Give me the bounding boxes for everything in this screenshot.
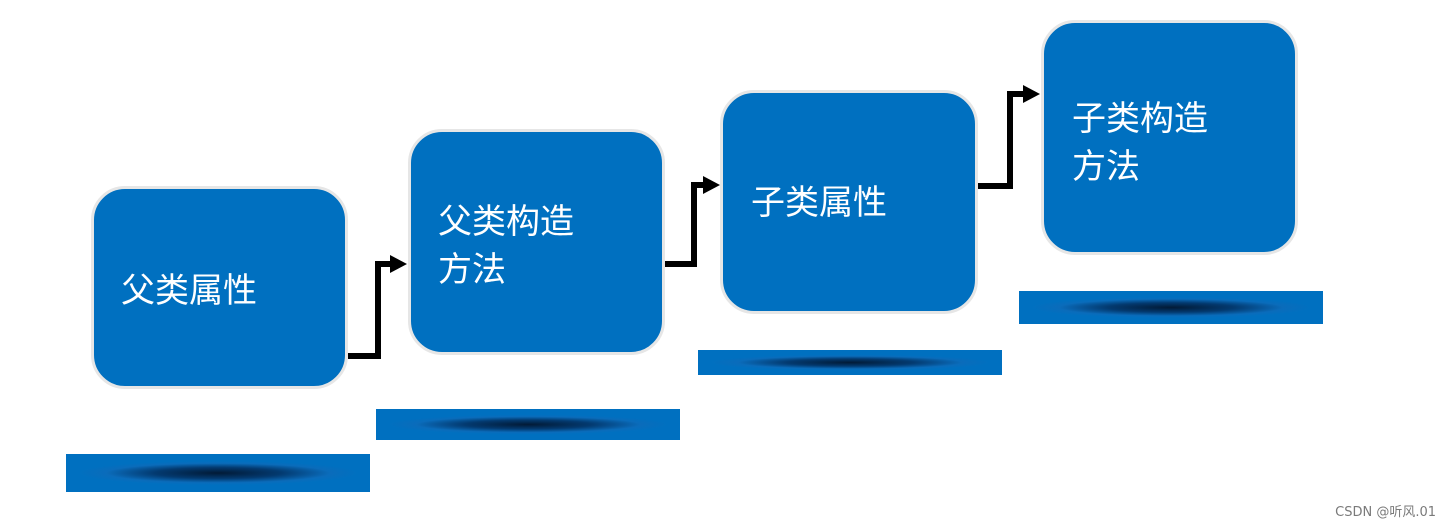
step-box-4: 子类构造 方法 — [1041, 20, 1298, 255]
step-2-shadow-bar — [376, 409, 680, 440]
step-4-shadow-bar — [1019, 291, 1323, 324]
step-1-shadow-bar — [66, 454, 370, 492]
arrow-step-2-to-3 — [665, 176, 720, 267]
step-box-1: 父类属性 — [91, 186, 348, 389]
step-box-2: 父类构造 方法 — [408, 129, 665, 355]
arrow-step-3-to-4 — [978, 85, 1040, 189]
step-3-label: 子类属性 — [751, 183, 887, 223]
step-2-label: 父类构造 方法 — [438, 202, 574, 290]
arrow-step-1-to-2 — [348, 255, 407, 359]
watermark-text: CSDN @听风.01 — [1335, 505, 1436, 520]
step-3-shadow-bar — [698, 350, 1002, 375]
step-1-label: 父类属性 — [121, 271, 257, 311]
step-4-label: 子类构造 方法 — [1072, 99, 1208, 187]
step-box-3: 子类属性 — [720, 90, 978, 314]
